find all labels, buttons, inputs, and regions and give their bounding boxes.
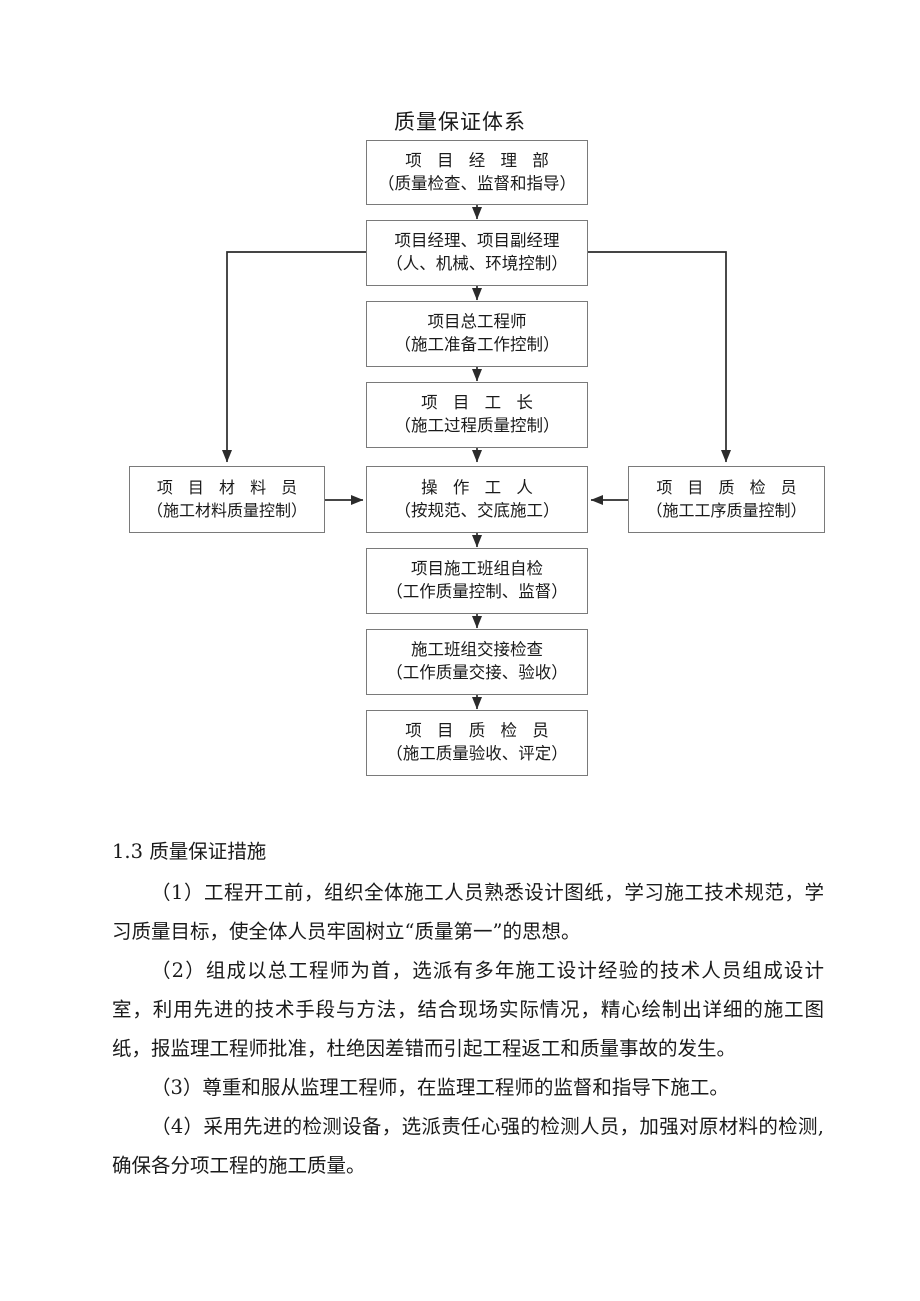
- quality-assurance-flowchart: 质量保证体系 项 目 经 理 部 （质量检查、监督和指导）: [129, 110, 825, 776]
- flow-node-line2: （人、机械、环境控制）: [386, 254, 568, 273]
- flow-node-line1: 施工班组交接检查: [411, 640, 543, 660]
- flow-node-line2: （施工准备工作控制）: [394, 335, 560, 354]
- flow-node-project-manager-dept: 项 目 经 理 部 （质量检查、监督和指导）: [366, 140, 588, 205]
- flowchart-connectors: [221, 205, 732, 710]
- flow-node-line2: （施工质量验收、评定）: [386, 744, 568, 763]
- flow-node-line1: 操 作 工 人: [421, 477, 538, 497]
- flow-node-project-foreman: 项 目 工 长 （施工过程质量控制）: [366, 382, 588, 448]
- section-heading: 1.3 质量保证措施: [112, 840, 267, 863]
- paragraph-3: （3）尊重和服从监理工程师，在监理工程师的监督和指导下施工。: [151, 1076, 729, 1099]
- flowchart-title: 质量保证体系: [394, 110, 526, 134]
- flow-node-line1: 项目总工程师: [427, 312, 527, 332]
- flow-node-operators: 操 作 工 人 （按规范、交底施工）: [366, 466, 588, 533]
- paragraph-4: （4）采用先进的检测设备，选派责任心强的检测人员，加强对原材料的检测,确保各分项…: [112, 1115, 824, 1177]
- flow-node-line2: （质量检查、监督和指导）: [378, 173, 576, 193]
- flow-node-line1: 项 目 工 长: [421, 393, 538, 413]
- flow-node-line1: 项目施工班组自检: [411, 559, 543, 579]
- flow-node-line2: （施工过程质量控制）: [394, 416, 560, 435]
- flow-node-quality-inspector-final: 项 目 质 检 员 （施工质量验收、评定）: [366, 710, 588, 776]
- flow-node-line1: 项 目 经 理 部: [405, 150, 554, 170]
- flow-node-line2: （工作质量控制、监督）: [386, 582, 568, 601]
- flow-node-line2: （施工材料质量控制）: [146, 500, 307, 520]
- flow-node-team-self-inspection: 项目施工班组自检 （工作质量控制、监督）: [366, 548, 588, 614]
- flow-node-quality-inspector-right: 项 目 质 检 员 （施工工序质量控制）: [628, 466, 825, 533]
- flow-node-line2: （工作质量交接、验收）: [386, 663, 568, 682]
- flow-node-line2: （施工工序质量控制）: [646, 500, 807, 520]
- paragraph-2: （2）组成以总工程师为首，选派有多年施工设计经验的技术人员组成设计室，利用先进的…: [112, 959, 824, 1060]
- flow-node-line2: （按规范、交底施工）: [394, 500, 560, 520]
- flow-node-line1: 项 目 质 检 员: [405, 721, 554, 741]
- flow-node-line1: 项 目 材 料 员: [156, 478, 303, 498]
- flow-node-line1: 项目经理、项目副经理: [394, 231, 560, 251]
- flow-node-line1: 项 目 质 检 员: [656, 478, 802, 498]
- flow-node-material-clerk: 项 目 材 料 员 （施工材料质量控制）: [129, 466, 325, 533]
- document-body: 1.3 质量保证措施 （1）工程开工前，组织全体施工人员熟悉设计图纸，学习施工技…: [112, 832, 824, 1185]
- flow-node-team-handover-check: 施工班组交接检查 （工作质量交接、验收）: [366, 629, 588, 695]
- paragraph-1: （1）工程开工前，组织全体施工人员熟悉设计图纸，学习施工技术规范，学习质量目标，…: [112, 881, 824, 943]
- flow-node-chief-engineer: 项目总工程师 （施工准备工作控制）: [366, 301, 588, 367]
- flow-node-project-manager-deputy: 项目经理、项目副经理 （人、机械、环境控制）: [366, 220, 588, 286]
